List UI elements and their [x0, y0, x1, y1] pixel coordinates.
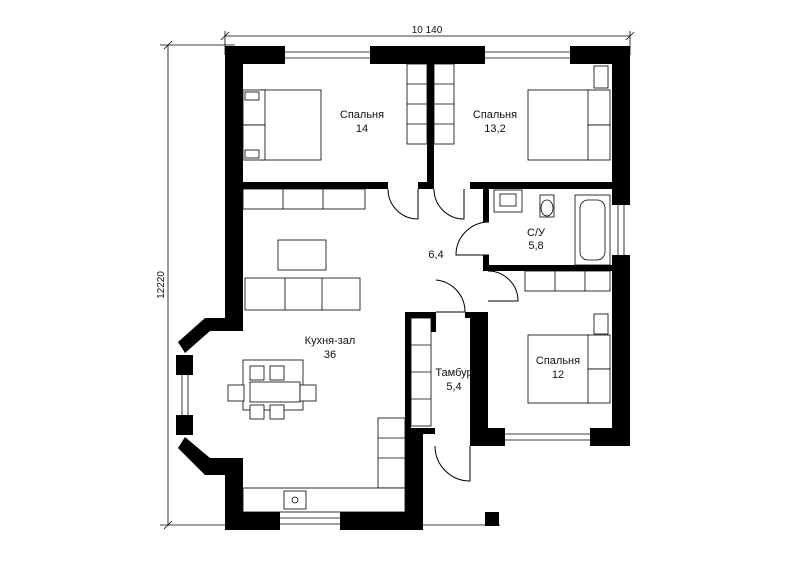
vestibule-name: Тамбур: [435, 367, 472, 379]
dimension-width: 10 140: [220, 25, 635, 55]
bathroom-area: 5,8: [528, 240, 543, 252]
doors: [387, 188, 519, 482]
vestibule-furniture: [410, 317, 432, 427]
vestibule-area: 5,4: [446, 381, 461, 393]
bedroom-3-area: 12: [552, 369, 564, 381]
height-dimension-label: 12220: [156, 271, 167, 299]
hall-area: 6,4: [428, 249, 443, 261]
bedroom-3-furniture: [524, 270, 611, 404]
bedroom-2-area: 13,2: [484, 123, 505, 135]
bedroom-2-name: Спальня: [473, 109, 517, 121]
bathroom-fixtures: [493, 189, 611, 266]
windows: [176, 46, 630, 530]
width-dimension-label: 10 140: [412, 25, 443, 36]
bedroom-2-furniture: [433, 63, 611, 161]
bedroom-1-area: 14: [356, 123, 368, 135]
bedroom-3-name: Спальня: [536, 355, 580, 367]
room-labels: Спальня 14 Спальня 13,2 С/У 5,8 6,4 Кухн…: [305, 109, 580, 393]
kitchen-living-area: 36: [324, 349, 336, 361]
interior-walls: [243, 64, 612, 526]
kitchen-living-name: Кухня-зал: [305, 335, 356, 347]
bathroom-name: С/У: [527, 227, 546, 239]
bedroom-1-furniture: [242, 63, 428, 161]
bedroom-1-name: Спальня: [340, 109, 384, 121]
kitchen-living-furniture: [227, 188, 406, 513]
